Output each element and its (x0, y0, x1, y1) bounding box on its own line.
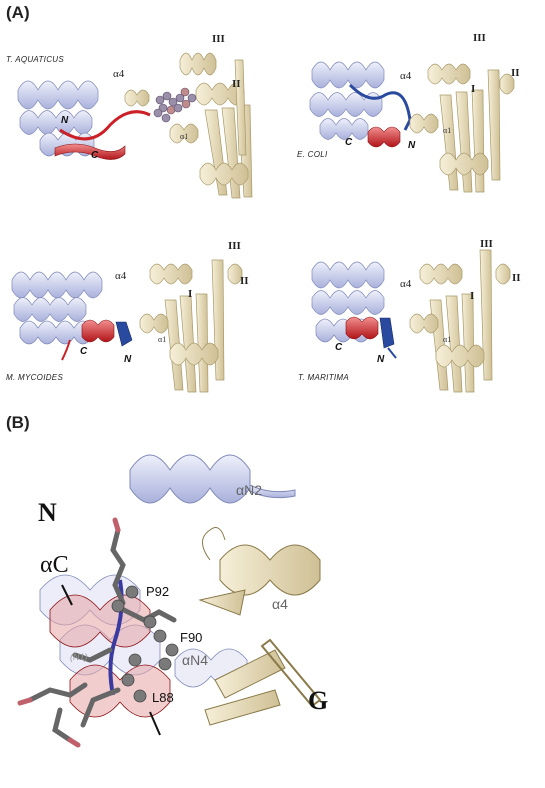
species-label: T. AQUATICUS (6, 55, 64, 64)
panel-a-label: (A) (6, 3, 30, 22)
n-terminal-loop (348, 83, 412, 131)
domain-i-label: I (471, 83, 476, 95)
domain-iii-label: III (473, 32, 486, 44)
c-terminus-label: C (345, 137, 353, 148)
alpha4-label: α4 (113, 68, 125, 80)
helix-c-marker-top (61, 584, 73, 606)
domain-i-label: I (470, 290, 475, 302)
n-domain-ribbon (17, 80, 99, 157)
species-label: T. MARITIMA (298, 373, 350, 382)
c-terminus-label: C (80, 346, 88, 357)
residue-l88-label: L88 (152, 690, 174, 705)
domain-iii-label: III (480, 238, 493, 250)
g-domain-ribbon (409, 63, 515, 193)
structure-ecoli (309, 61, 515, 193)
c-terminus-label: C (91, 150, 99, 161)
alpha4-label: α4 (115, 270, 127, 282)
alpha1-label: α1 (158, 335, 167, 344)
domain-iii-label: III (228, 240, 241, 252)
g-domain-ribbon (139, 259, 243, 393)
ligand-spheres (153, 87, 197, 123)
sidechain-sticks (27, 527, 177, 743)
structure-tmaritima (311, 249, 511, 393)
g-domain-ribbon (409, 249, 511, 393)
alpha4-label: α4 (400, 278, 412, 290)
domain-ii-label: II (511, 67, 520, 79)
structure-taquaticus (17, 52, 253, 199)
c-terminal-helix (81, 319, 115, 343)
g-domain-ribbon (124, 52, 253, 199)
n-domain-ribbon (11, 271, 103, 345)
helix-n2-ribbon (129, 454, 296, 504)
residue-atoms (111, 585, 179, 703)
domain-i-label: I (188, 288, 193, 300)
domain-iii-label: III (212, 33, 225, 45)
panel-b-label: (B) (6, 413, 30, 432)
c-terminus-label: C (335, 342, 343, 353)
structure-mmycoides (11, 259, 243, 393)
alpha1-label: α1 (443, 126, 452, 135)
residue-f90-label: F90 (180, 630, 203, 645)
n-terminus-label: N (124, 354, 132, 365)
helix-n2-label: αN2 (236, 482, 262, 498)
n-terminus-label: N (408, 140, 416, 151)
helix-n4-label: αN4 (182, 652, 208, 668)
residue-p92-label: P92 (146, 584, 170, 599)
domain-ii-label: II (512, 272, 521, 284)
domain-ii-label: II (232, 78, 241, 90)
n-terminal-helix (379, 317, 395, 349)
n-terminus-label: N (377, 354, 385, 365)
domain-n-label: N (38, 498, 57, 527)
alpha1-label: α1 (180, 132, 189, 141)
alpha4-label: α4 (400, 70, 412, 82)
helix-c-marker-bottom (149, 711, 161, 736)
g-domain-ribbon (198, 527, 322, 726)
domain-g-label: G (308, 686, 329, 715)
n-domain-ribbon (309, 61, 385, 140)
panel-b-artwork (17, 454, 322, 748)
sidechain-tips (17, 517, 121, 748)
c-terminal-helix (367, 126, 401, 148)
alpha1-label: α1 (443, 335, 452, 344)
helix-c-label: αC (40, 552, 69, 578)
species-label: M. MYCOIDES (6, 373, 64, 382)
helix-4-label: α4 (272, 596, 288, 612)
n-terminal-helix (115, 321, 133, 347)
c-terminal-helix (59, 110, 151, 141)
domain-ii-label: II (240, 275, 249, 287)
c-terminal-helix (345, 316, 379, 340)
species-label: E. COLI (297, 150, 328, 159)
n-terminus-label: N (61, 115, 69, 126)
n1-label: (N1) (70, 652, 88, 662)
